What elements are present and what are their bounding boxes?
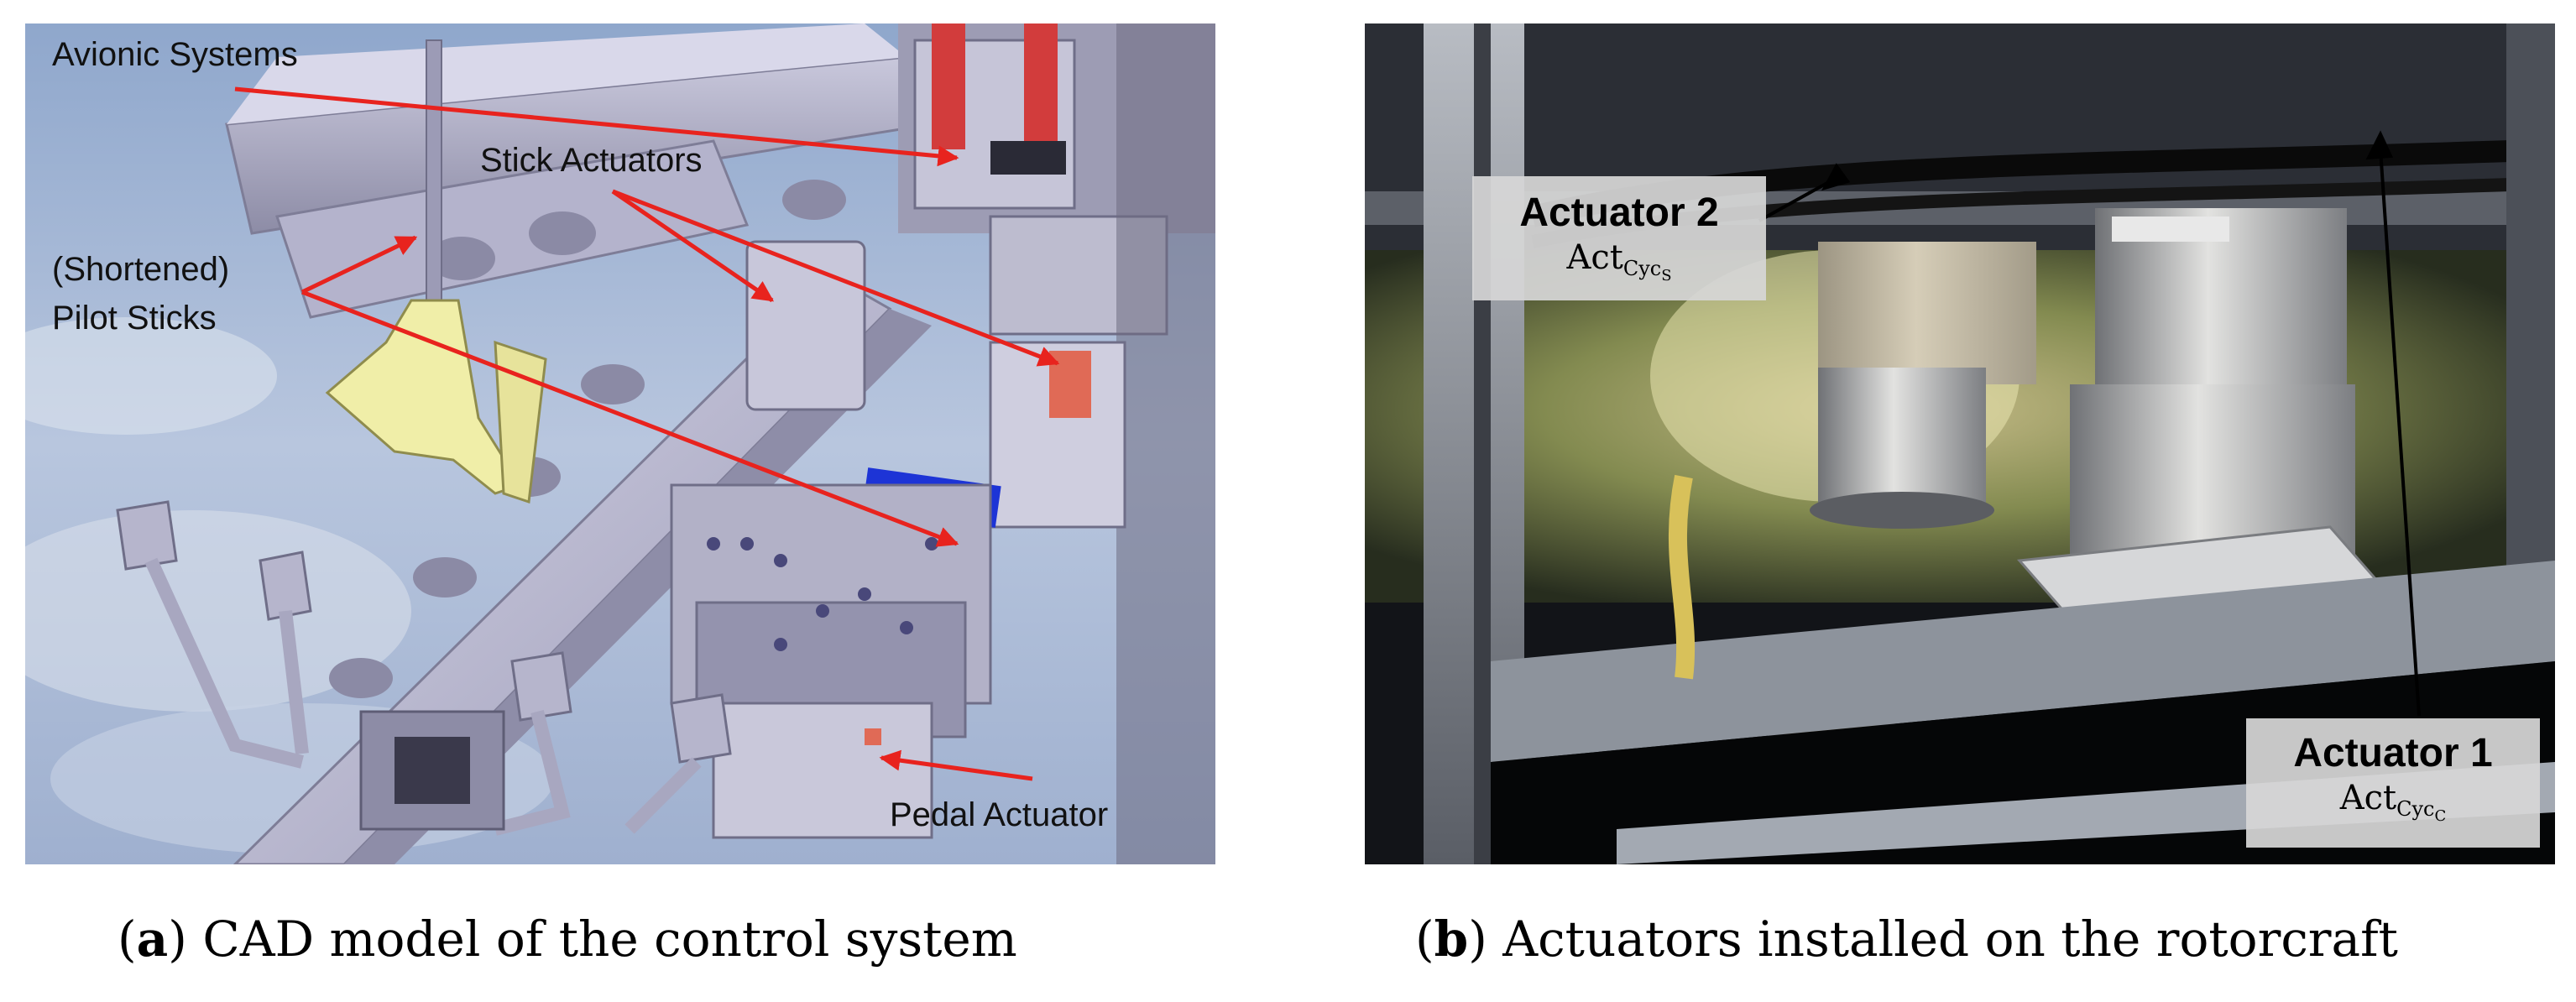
actuator-2-title: Actuator 2 xyxy=(1519,190,1719,235)
actuator-1-label-box: Actuator 1 ActCycC xyxy=(2246,718,2540,848)
stick-actuators-label: Stick Actuators xyxy=(480,142,703,179)
cad-model-render xyxy=(25,23,1215,864)
actuator-2-label-box: Actuator 2 ActCycS xyxy=(1472,176,1766,300)
caption-b: (b) Actuators installed on the rotorcraf… xyxy=(1415,911,2398,968)
avionic-systems-label: Avionic Systems xyxy=(52,36,298,73)
annotation-arrows xyxy=(234,86,1060,781)
actuators-photo-panel: Actuator 2 ActCycS Actuator 1 ActCycC xyxy=(1365,23,2555,864)
actuator-1-symbol: ActCycC xyxy=(2339,779,2447,825)
actuator-2-symbol: ActCycS xyxy=(1566,238,1672,284)
pedal-actuator-label: Pedal Actuator xyxy=(890,796,1109,833)
shortened-label: (Shortened) xyxy=(52,251,230,288)
pilot-sticks-label: Pilot Sticks xyxy=(52,300,217,337)
cad-model-panel: Avionic Systems Stick Actuators (Shorten… xyxy=(25,23,1215,864)
actuator-1-title: Actuator 1 xyxy=(2293,731,2493,775)
caption-a: (a) CAD model of the control system xyxy=(118,911,1017,968)
